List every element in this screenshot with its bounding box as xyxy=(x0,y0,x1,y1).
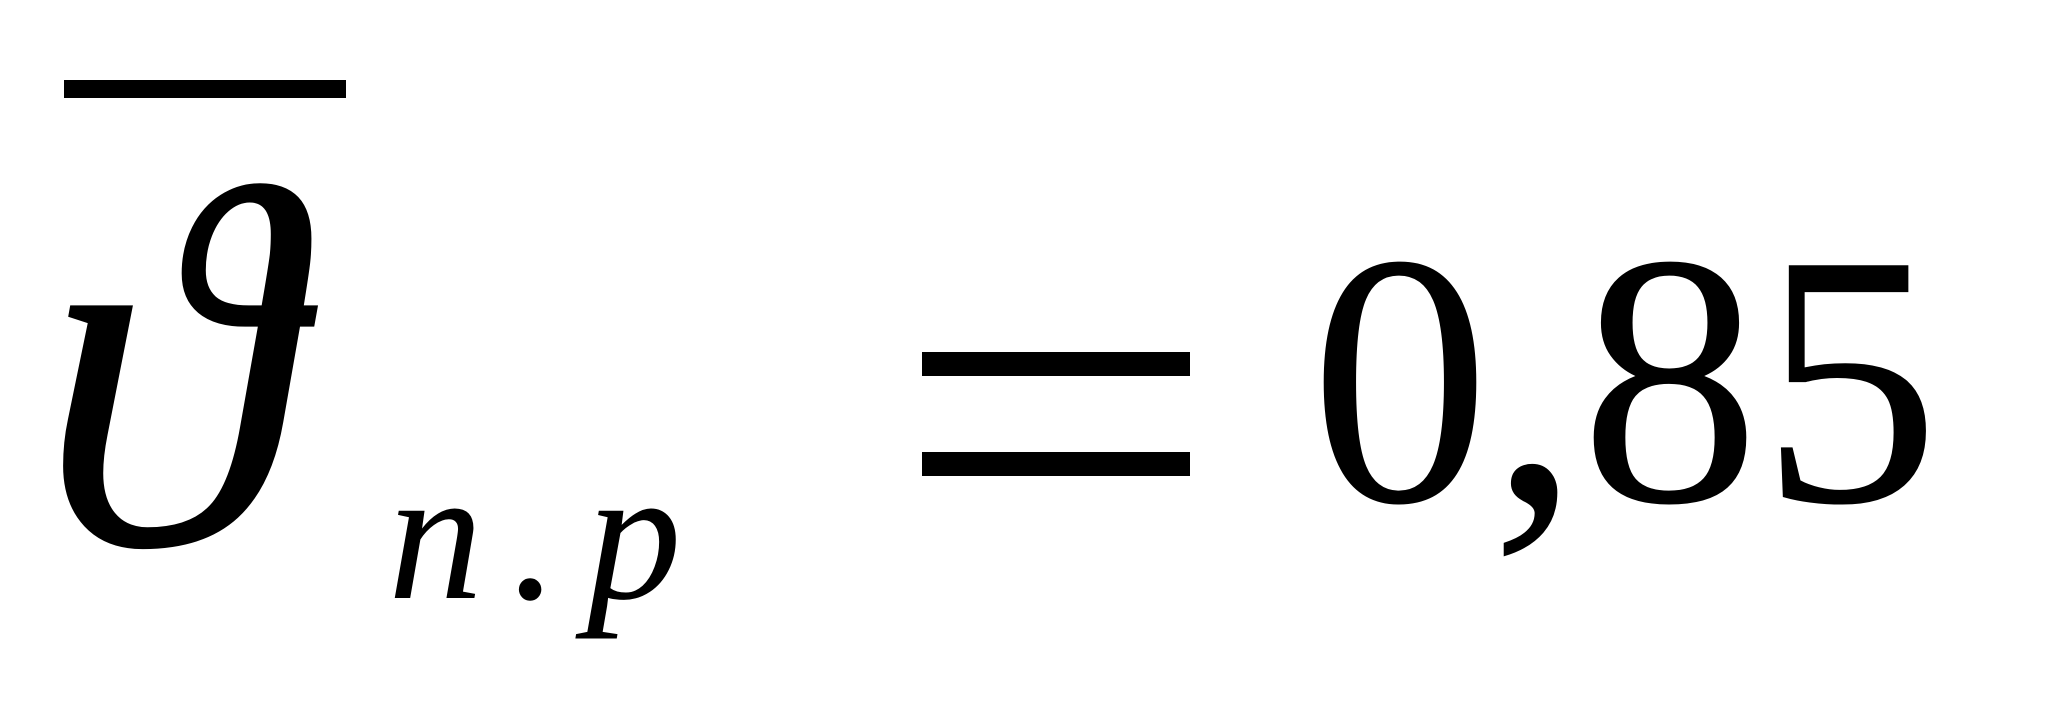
equals-bottom-bar xyxy=(922,452,1190,476)
formula-value: 0,85 xyxy=(1310,180,1940,579)
equals-sign xyxy=(922,352,1190,477)
subscript-label: n.p xyxy=(388,430,710,640)
equals-top-bar xyxy=(922,352,1190,376)
overline-bar xyxy=(64,80,346,98)
theta-symbol: ϑ xyxy=(40,82,296,657)
